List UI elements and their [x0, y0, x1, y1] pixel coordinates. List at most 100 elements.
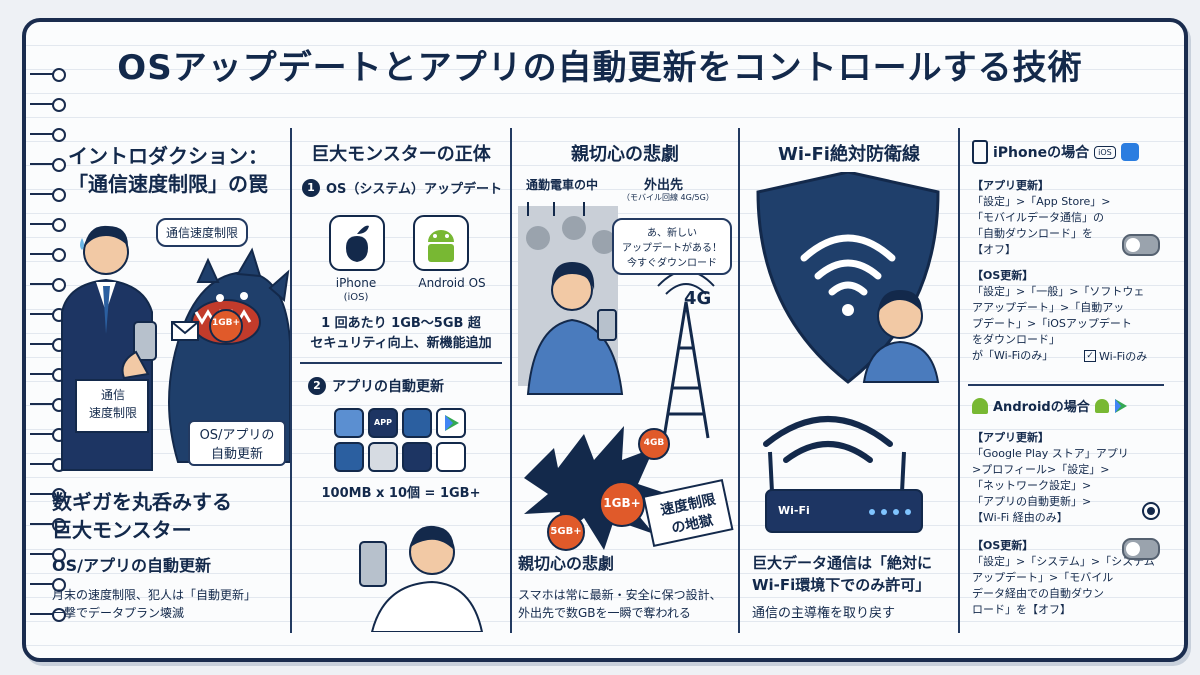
column-divider — [958, 128, 960, 633]
android-app-title: 【アプリ更新】 — [972, 431, 1049, 444]
android-heading: Androidの場合 — [993, 400, 1090, 415]
android-app-line: >プロフィール>「設定」> — [972, 463, 1110, 476]
tragedy-desc-line2: 外出先で数GBを一瞬で奪われる — [518, 606, 691, 620]
tragedy-subheading: 親切心の悲劇 — [518, 554, 615, 573]
ios-badge-icon: iOS — [1094, 145, 1116, 159]
column-divider — [290, 128, 292, 633]
smartphone-icon — [133, 321, 157, 361]
tragedy-column: 親切心の悲劇 通勤電車の中 外出先 （モバイル回線 4G/5G） あ、新しい ア… — [514, 132, 736, 632]
wifi-only-label: Wi-Fiのみ — [1099, 350, 1148, 363]
android-app-icon — [334, 442, 364, 472]
android-icon — [1094, 398, 1109, 413]
ios-os-line: プデート」>「iOSアップデート — [972, 317, 1132, 330]
dots-app-icon — [436, 442, 466, 472]
os-icons — [329, 215, 469, 271]
intro-column: イントロダクション： 「通信速度制限」の罠 通信速度制限 1GB+ 通信 速度制… — [48, 132, 290, 632]
app-store-icon: APP — [368, 408, 398, 438]
cell-tower-icon — [662, 301, 710, 439]
intro-desc-line2: 一撃でデータプラン壊滅 — [52, 606, 185, 620]
android-os-line: ロード」を【オフ】 — [972, 603, 1071, 616]
android-os-instructions: 【OS更新】 「設定」>「システム」>「システム アップデート」>「モバイル デ… — [972, 538, 1155, 618]
smartphone-icon — [359, 541, 387, 587]
photo-app-icon — [368, 442, 398, 472]
os-size-text: 1 回あたり 1GB〜5GB 超 — [321, 316, 481, 331]
android-section-header: Androidの場合 — [972, 396, 1128, 415]
iphone-heading: iPhoneの場合 — [993, 145, 1090, 161]
ios-os-instructions: 【OS更新】 「設定」>「一般」>「ソフトウェ アアップデート」>「自動アッ プ… — [972, 268, 1144, 364]
wifi-desc-line1: 巨大データ通信は「絶対に — [752, 554, 933, 572]
column-divider — [510, 128, 512, 633]
wifi-only-checkbox[interactable]: ✓ Wi-Fiのみ — [1084, 348, 1147, 364]
ios-app-title: 【アプリ更新】 — [972, 179, 1049, 192]
android-os-title: 【OS更新】 — [972, 539, 1034, 552]
app-calc-text: 100MB x 10個 = 1GB+ — [321, 486, 481, 501]
android-icon — [972, 397, 988, 414]
monster-tag-line2: 自動更新 — [210, 447, 263, 462]
data-badge-4gb: 4GB — [643, 438, 665, 448]
android-icon — [413, 215, 469, 271]
intro-desc-line1: 月末の速度制限、犯人は「自動更新」 — [52, 588, 257, 602]
android-app-line: 「Google Play ストア」アプリ — [972, 447, 1129, 460]
android-os-line: アップデート」>「モバイル — [972, 571, 1114, 584]
intro-subheading: OS/アプリの自動更新 — [52, 556, 211, 575]
wifi-only-radio[interactable] — [1142, 502, 1160, 520]
ios-app-instructions: 【アプリ更新】 「設定」>「App Store」> 「モバイルデータ通信」の 「… — [972, 178, 1111, 258]
monster-tag-line1: OS/アプリの — [199, 428, 275, 443]
android-app-instructions: 【アプリ更新】 「Google Play ストア」アプリ >プロフィール>「設定… — [972, 430, 1129, 526]
speech-line2: アップデートがある！ — [622, 243, 722, 254]
ios-os-line: アアップデート」>「自動アッ — [972, 301, 1125, 314]
step1-label: OS（システム）アップデート — [326, 182, 503, 197]
tragedy-heading: 親切心の悲劇 — [571, 144, 679, 165]
play-store-icon — [1114, 398, 1127, 413]
speech-line1: あ、新しい — [647, 228, 697, 239]
column-divider — [738, 128, 740, 633]
intro-heading-line2: 「通信速度制限」の罠 — [68, 172, 268, 196]
speed-limit-sign-line1: 通信 — [100, 388, 125, 402]
step1-number: 1 — [302, 178, 320, 197]
step1-row: 1 OS（システム）アップデート — [302, 178, 502, 197]
ios-app-toggle[interactable] — [1122, 234, 1160, 256]
speed-limit-bubble: 通信速度制限 — [156, 218, 249, 247]
out-sublabel: （モバイル回線 4G/5G） — [622, 193, 714, 202]
step2-label: アプリの自動更新 — [332, 379, 444, 395]
ios-os-line: が「Wi-Fiのみ」 — [972, 349, 1054, 362]
wifi-icon — [800, 234, 896, 296]
ios-os-line: をダウンロード」 — [972, 333, 1060, 346]
iphone-sublabel: (iOS) — [343, 292, 369, 303]
big-text-line2: 巨大モンスター — [52, 518, 192, 542]
worried-man-and-monster-illustration — [61, 225, 290, 471]
android-os-line: データ経由での自動ダウン — [972, 587, 1104, 600]
android-os-label: Android OS — [418, 276, 486, 290]
settings-column: iPhoneの場合 iOS 【アプリ更新】 「設定」>「App Store」> … — [964, 132, 1164, 632]
checkmark-icon: ✓ — [1084, 350, 1096, 362]
intro-heading-line1: イントロダクション： — [68, 144, 268, 168]
train-and-tower-illustration — [518, 202, 734, 551]
app-store-icon — [1120, 143, 1139, 161]
data-badge-5gb: 5GB+ — [550, 526, 582, 537]
wifi-defense-column: Wi-Fi絶対防衛線 Wi-Fi 巨大データ通信は「絶対に Wi-Fi環境下での… — [742, 132, 956, 632]
contacts-app-icon — [334, 408, 364, 438]
wifi-desc-line2: Wi-Fi環境下でのみ許可」 — [752, 576, 931, 594]
page-title: OSアップデートとアプリの自動更新をコントロールする技術 — [117, 48, 1083, 88]
iphone-label: iPhone — [335, 276, 377, 290]
phone-icon — [972, 140, 988, 164]
speech-line3: 今すぐダウンロード — [627, 258, 717, 269]
android-os-toggle[interactable] — [1122, 538, 1160, 560]
ios-app-line: 「自動ダウンロード」を — [972, 227, 1093, 240]
wifi-desc-line3: 通信の主導権を取り戻す — [752, 606, 896, 621]
monster-identity-column: 巨大モンスターの正体 1 OS（システム）アップデート iPhone (iOS)… — [294, 132, 508, 632]
router-icon — [765, 489, 923, 533]
big-text-line1: 数ギガを丸呑みする — [52, 490, 232, 514]
out-label: 外出先 — [644, 178, 684, 193]
router-label: Wi-Fi — [778, 504, 810, 517]
android-app-line: 「ネットワーク設定」> — [972, 479, 1092, 492]
woman-with-phone-illustration — [359, 525, 484, 632]
monster-data-label: 1GB+ — [211, 318, 241, 328]
iphone-section-header: iPhoneの場合 iOS — [972, 140, 1139, 164]
network-label: 4G — [684, 288, 712, 309]
play-store-icon — [436, 408, 466, 438]
data-badge-1gb: 1GB+ — [603, 496, 641, 510]
tiles-app-icon — [402, 442, 432, 472]
identity-heading: 巨大モンスターの正体 — [311, 144, 491, 165]
step2-number: 2 — [308, 377, 326, 395]
